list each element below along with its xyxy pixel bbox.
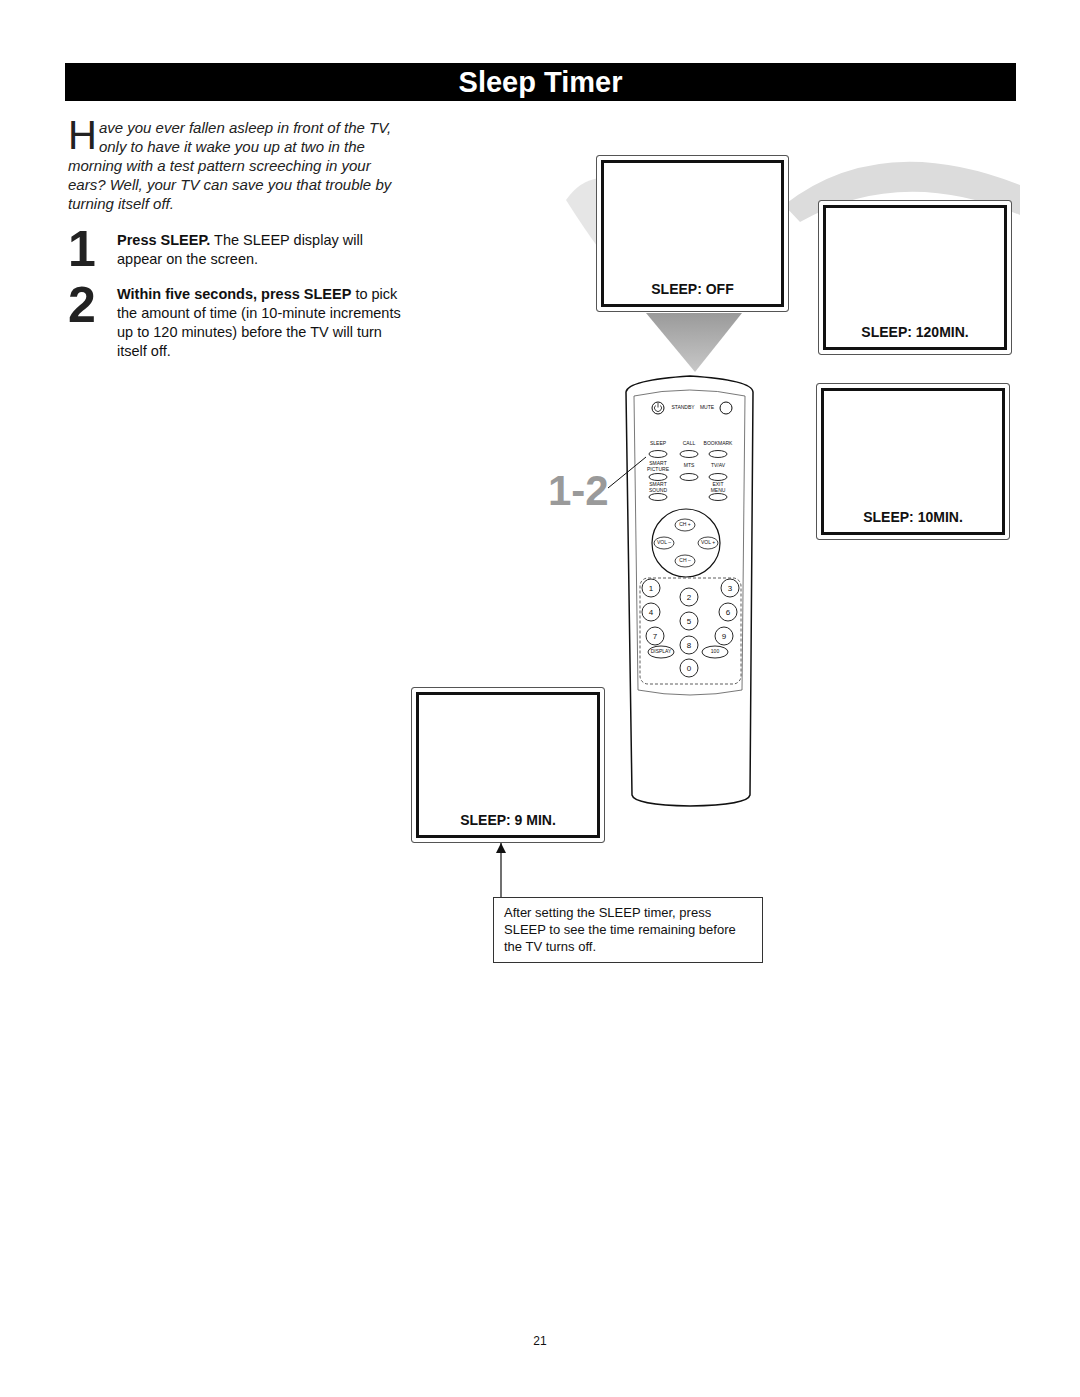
- keypad-outline: [640, 578, 741, 684]
- key-label: 7: [653, 632, 657, 641]
- screen-text: SLEEP: 120MIN.: [861, 324, 968, 340]
- function-button: [709, 451, 727, 458]
- function-button: [680, 451, 698, 458]
- remote-panel: [634, 390, 745, 695]
- page-number: 21: [533, 1334, 546, 1348]
- nav-button: [675, 519, 695, 531]
- key-label: 5: [687, 617, 691, 626]
- button-label: CH +: [679, 522, 691, 528]
- key-label: 0: [687, 664, 691, 673]
- number-key: [721, 579, 739, 597]
- number-key: [680, 612, 698, 630]
- intro-text: Have you ever fallen asleep in front of …: [68, 119, 391, 212]
- tv-screen: SLEEP: OFF: [596, 155, 789, 312]
- button-label: TV/AV: [711, 463, 725, 469]
- key-label: 4: [649, 608, 653, 617]
- key-label: 9: [722, 632, 726, 641]
- button-label: SMART PICTURE: [646, 461, 670, 472]
- nav-button: [675, 555, 695, 567]
- button-label: SMART SOUND: [646, 482, 670, 493]
- page-title: Sleep Timer: [65, 66, 1016, 98]
- power-symbol: [655, 403, 662, 411]
- button-label: MTS: [684, 463, 695, 469]
- button-label: SLEEP: [650, 441, 666, 447]
- nav-button: [654, 537, 674, 549]
- screen-text: SLEEP: OFF: [651, 281, 733, 297]
- key-label: 2: [687, 593, 691, 602]
- step-number: 2: [68, 280, 96, 330]
- nav-ring: [652, 509, 720, 577]
- number-key: [715, 627, 733, 645]
- leader-line: [608, 457, 646, 488]
- signal-cone: [646, 313, 742, 372]
- note-box: After setting the SLEEP timer, press SLE…: [493, 897, 763, 963]
- button-label: STANDBY: [671, 405, 694, 411]
- button-label: CH –: [679, 558, 690, 564]
- function-button: [680, 474, 698, 481]
- number-key: [642, 579, 660, 597]
- number-key: [680, 636, 698, 654]
- key-label: 100: [711, 649, 719, 655]
- function-button: [649, 474, 667, 481]
- button-label: VOL +: [701, 540, 715, 546]
- connector-arrow: [500, 843, 501, 897]
- number-key: [646, 627, 664, 645]
- step-number: 1: [68, 224, 96, 274]
- number-key: [680, 588, 698, 606]
- swoosh: [566, 178, 600, 250]
- step-action: Within five seconds, press SLEEP: [117, 286, 351, 302]
- note-text: After setting the SLEEP timer, press SLE…: [504, 904, 752, 955]
- button-label: BOOKMARK: [704, 441, 733, 447]
- screen-text: SLEEP: 9 MIN.: [460, 812, 556, 828]
- key-label: 6: [726, 608, 730, 617]
- button-label: VOL –: [657, 540, 671, 546]
- function-button: [649, 451, 667, 458]
- wide-key: [648, 646, 674, 658]
- text-block: Within five seconds, press SLEEP to pick…: [117, 285, 407, 361]
- function-button: [649, 494, 667, 501]
- function-button: [709, 494, 727, 501]
- tv-screen: SLEEP: 10MIN.: [816, 383, 1010, 540]
- number-key: [719, 603, 737, 621]
- button-label: CALL: [683, 441, 696, 447]
- function-button: [709, 474, 727, 481]
- nav-button: [698, 537, 718, 549]
- tv-screen: SLEEP: 9 MIN.: [411, 687, 605, 843]
- text-block: Press SLEEP. The SLEEP display will appe…: [117, 231, 397, 269]
- key-label: 1: [649, 584, 653, 593]
- title-bar: Sleep Timer: [65, 63, 1016, 101]
- number-key: [680, 659, 698, 677]
- wide-key: [702, 646, 728, 658]
- step-action: Press SLEEP.: [117, 232, 210, 248]
- key-label: DISPLAY: [651, 649, 672, 655]
- remote-body: [626, 376, 753, 806]
- mute-button: [720, 402, 732, 414]
- tv-screen: SLEEP: 120MIN.: [818, 200, 1012, 355]
- callout-number: 1-2: [548, 469, 609, 513]
- text-block: Have you ever fallen asleep in front of …: [68, 118, 393, 213]
- button-label: MUTE: [700, 405, 714, 411]
- key-label: 3: [728, 584, 732, 593]
- key-label: 8: [687, 641, 691, 650]
- button-label: EXIT MENU: [706, 482, 730, 493]
- standby-button: [652, 402, 664, 414]
- screen-text: SLEEP: 10MIN.: [863, 509, 963, 525]
- number-key: [642, 603, 660, 621]
